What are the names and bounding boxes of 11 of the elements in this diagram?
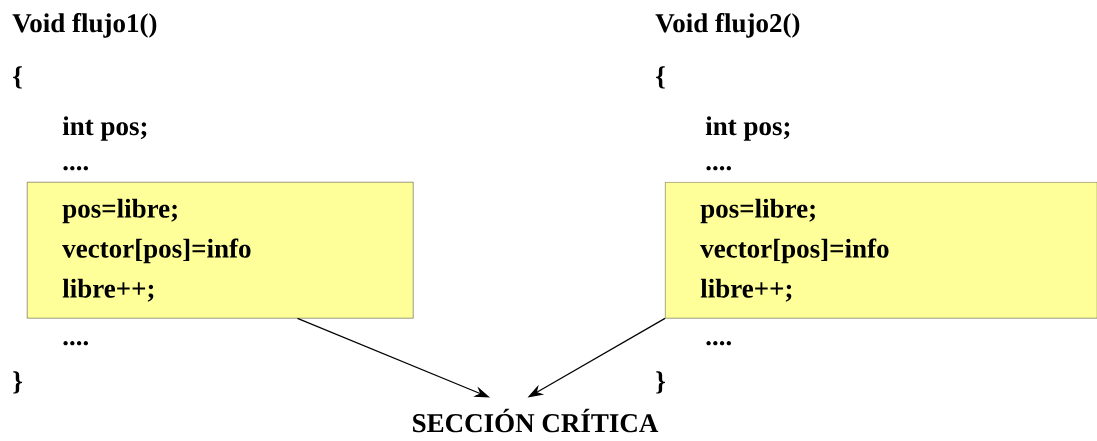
function-header: Void flujo2() (655, 13, 800, 38)
function-header: Void flujo1() (12, 13, 157, 38)
code-line: int pos; (62, 116, 147, 141)
code-line: int pos; (705, 116, 790, 141)
brace: { (13, 66, 22, 89)
brace: } (13, 371, 22, 394)
section-title: SECCIÓN CRÍTICA (413, 408, 659, 433)
brace: } (656, 371, 665, 394)
brace: { (656, 66, 665, 89)
code-box: pos=libre; vector[pos]=info libre++; (665, 182, 1097, 319)
code-box: pos=libre; vector[pos]=info libre++; (27, 182, 414, 319)
